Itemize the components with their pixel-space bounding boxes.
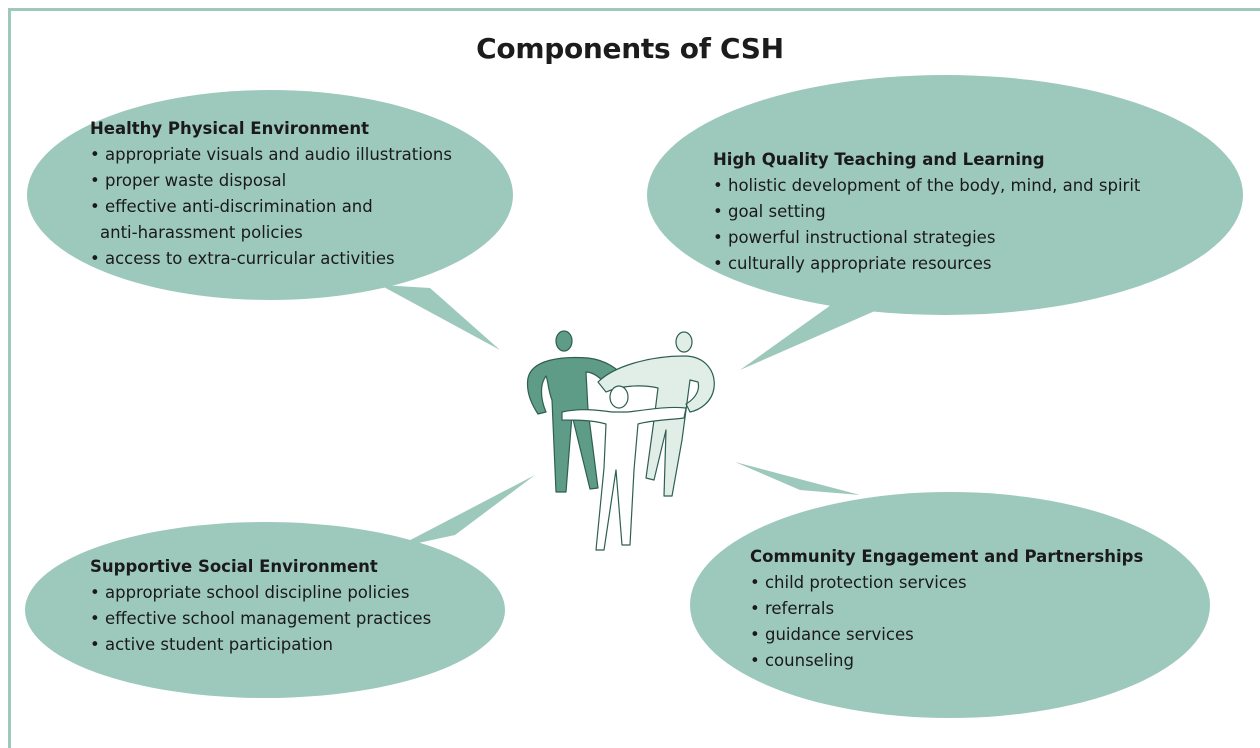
list-item-continuation: anti-harassment policies [100, 223, 303, 242]
bubble-community-engagement [690, 462, 1210, 718]
list-item: • referrals [750, 599, 835, 618]
supportive-social-environment-block: Supportive Social Environment • appropri… [90, 554, 431, 658]
list-item: • goal setting [713, 202, 826, 221]
list-item: • appropriate school discipline policies [90, 583, 410, 602]
high-quality-teaching-block: High Quality Teaching and Learning • hol… [713, 147, 1140, 277]
list-item: • child protection services [750, 573, 967, 592]
bubble-healthy-physical-environment [27, 90, 513, 350]
component-list: • appropriate school discipline policies… [90, 580, 431, 658]
list-item: • powerful instructional strategies [713, 228, 996, 247]
component-heading: Community Engagement and Partnerships [750, 547, 1144, 566]
list-item: • holistic development of the body, mind… [713, 176, 1141, 195]
list-item: • culturally appropriate resources [713, 254, 992, 273]
component-heading: Healthy Physical Environment [90, 119, 369, 138]
list-item: • proper waste disposal [90, 171, 287, 190]
list-item: • access to extra-curricular activities [90, 249, 395, 268]
component-list: • holistic development of the body, mind… [713, 173, 1140, 277]
component-heading: High Quality Teaching and Learning [713, 150, 1045, 169]
bubble-supportive-social-environment [25, 475, 535, 698]
diagram-frame [8, 8, 1260, 748]
component-list: • appropriate visuals and audio illustra… [90, 142, 452, 272]
community-engagement-block: Community Engagement and Partnerships • … [750, 544, 1143, 674]
people-group-icon [526, 330, 715, 551]
component-list: • child protection services • referrals … [750, 570, 1143, 674]
list-item: • active student participation [90, 635, 333, 654]
list-item: • guidance services [750, 625, 914, 644]
bubble-high-quality-teaching [647, 75, 1243, 370]
component-heading: Supportive Social Environment [90, 557, 378, 576]
page-title: Components of CSH [476, 32, 784, 65]
healthy-physical-environment-block: Healthy Physical Environment • appropria… [90, 116, 452, 272]
list-item: • effective school management practices [90, 609, 432, 628]
list-item: • counseling [750, 651, 854, 670]
list-item: • appropriate visuals and audio illustra… [90, 145, 452, 164]
